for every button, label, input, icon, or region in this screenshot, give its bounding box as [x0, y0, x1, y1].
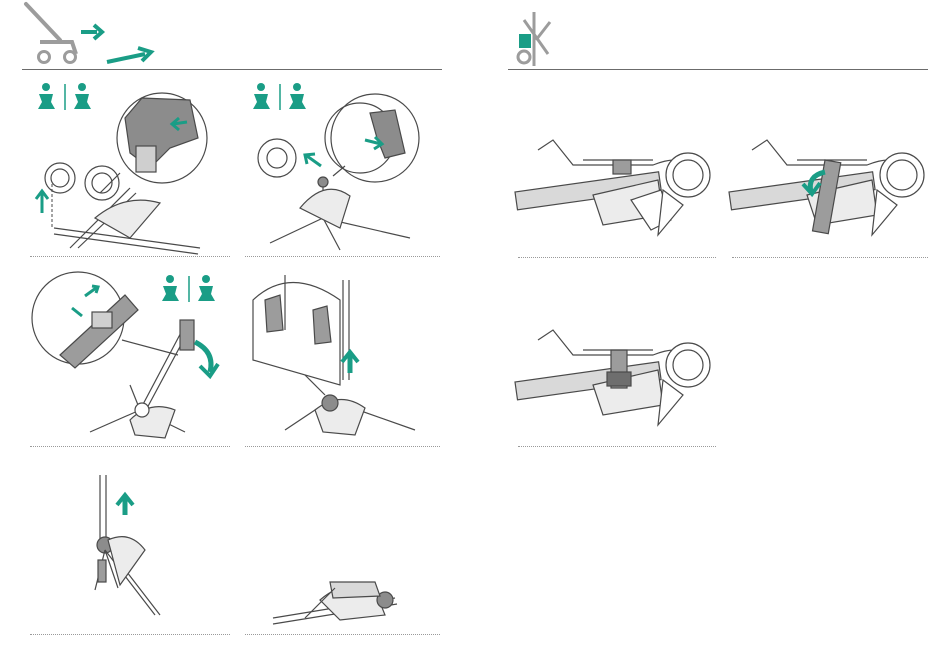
- left-header-rule: [22, 69, 442, 70]
- fold-step-2-divider: [245, 256, 440, 257]
- fold-step-5-divider: [30, 634, 230, 635]
- strap-step-2: [727, 120, 932, 260]
- right-header-rule: [508, 69, 928, 70]
- stroller-strap-icon: [512, 10, 562, 74]
- fold-step-4-divider: [245, 446, 440, 447]
- stroller-fold-icon: [22, 0, 82, 70]
- arrow-right-icon: [79, 22, 109, 42]
- strap-step-1-illustration: [513, 120, 718, 260]
- fold-step-6-divider: [245, 634, 440, 635]
- strap-step-2-illustration: [727, 120, 932, 260]
- fold-step-6-illustration: [245, 470, 440, 635]
- fold-step-2-illustration: [245, 78, 440, 258]
- strap-step-2-divider: [732, 257, 928, 258]
- fold-step-4-illustration: [245, 270, 440, 450]
- strap-step-1-divider: [518, 257, 716, 258]
- fold-step-1-divider: [30, 256, 230, 257]
- fold-step-3-divider: [30, 446, 230, 447]
- fold-step-5: [30, 470, 230, 635]
- strap-step-3-divider: [518, 446, 716, 447]
- strap-step-1: [513, 120, 718, 260]
- fold-step-3: [30, 270, 230, 450]
- left-section-header: [22, 0, 442, 72]
- long-arrow-right-icon: [105, 46, 165, 66]
- fold-step-6: [245, 470, 440, 635]
- fold-step-4: [245, 270, 440, 450]
- fold-step-2: [245, 78, 440, 258]
- right-section-header: [508, 0, 928, 72]
- fold-step-1: [30, 78, 230, 258]
- strap-step-3: [513, 310, 718, 450]
- strap-step-3-illustration: [513, 310, 718, 450]
- fold-step-5-illustration: [30, 470, 230, 635]
- fold-step-3-illustration: [30, 270, 230, 450]
- fold-step-1-illustration: [30, 78, 230, 258]
